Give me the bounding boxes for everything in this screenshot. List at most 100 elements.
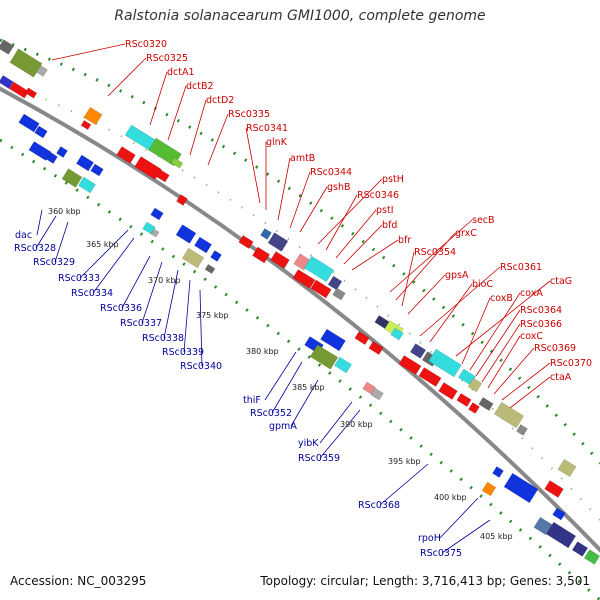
gene-feature <box>571 541 589 557</box>
reverse-leader-line <box>199 289 203 367</box>
reverse-leader-line <box>439 497 479 539</box>
gene-feature <box>557 458 577 478</box>
gene-feature <box>8 81 30 99</box>
gene-feature <box>334 356 352 374</box>
forward-gene-label: RSc0320 <box>125 39 167 50</box>
forward-gene-label: bfr <box>398 235 411 246</box>
gene-feature <box>390 327 404 341</box>
forward-leader-line <box>325 194 358 251</box>
reverse-leader-line <box>319 409 361 459</box>
reverse-gene-label: RSc0329 <box>33 257 75 268</box>
reverse-gene-label: RSc0334 <box>71 288 113 299</box>
reverse-leader-line <box>35 215 57 249</box>
reverse-leader-line <box>54 221 69 263</box>
forward-gene-label: RSc0344 <box>310 167 352 178</box>
reverse-gene-label: RSc0328 <box>14 243 56 254</box>
forward-gene-label: amtB <box>290 153 315 164</box>
gene-feature <box>533 516 553 536</box>
accession-text: Accession: NC_003295 <box>10 574 147 588</box>
reverse-leader-line <box>264 351 297 401</box>
forward-leader-line <box>245 127 261 204</box>
gene-feature <box>354 331 370 345</box>
reverse-leader-line <box>379 463 429 506</box>
topology-summary: Topology: circular; Length: 3,716,413 bp… <box>260 574 590 588</box>
feature-layer <box>0 39 600 565</box>
forward-gene-label: RSc0354 <box>414 247 456 258</box>
forward-gene-label: pstI <box>376 205 394 216</box>
forward-gene-label: RSc0335 <box>228 109 270 120</box>
gene-feature <box>398 355 422 375</box>
forward-leader-line <box>389 219 473 293</box>
gene-feature <box>34 125 48 139</box>
gene-feature <box>327 275 343 291</box>
gene-feature <box>456 393 472 407</box>
forward-gene-label: RSc0361 <box>500 262 542 273</box>
forward-leader-line <box>509 376 551 409</box>
gene-feature <box>516 424 528 436</box>
reverse-gene-label: RSc0338 <box>142 333 184 344</box>
scale-label: 405 kbp <box>480 532 513 541</box>
gene-feature <box>170 157 184 169</box>
gene-feature <box>310 279 332 299</box>
gene-feature <box>116 146 136 164</box>
label-layer: RSc0320RSc0325dctA1dctB2dctD2RSc0335RSc0… <box>14 39 592 559</box>
gene-feature <box>252 246 270 264</box>
gene-feature <box>0 39 15 55</box>
gene-feature <box>238 235 254 249</box>
reverse-gene-label: RSc0339 <box>162 347 204 358</box>
forward-leader-line <box>343 224 383 265</box>
gene-feature <box>583 549 600 565</box>
gene-feature <box>309 344 339 370</box>
scale-label: 400 kbp <box>434 493 467 502</box>
gene-feature <box>90 163 104 177</box>
gene-feature <box>481 481 497 497</box>
reverse-leader-line <box>271 361 303 414</box>
reverse-gene-label: RSc0375 <box>420 548 462 559</box>
forward-gene-label: coxA <box>520 288 543 299</box>
reverse-gene-label: RSc0340 <box>180 361 222 372</box>
forward-leader-line <box>207 113 229 166</box>
forward-leader-line <box>351 239 399 271</box>
gene-feature <box>181 247 205 269</box>
scale-label: 360 kbp <box>48 207 81 216</box>
gene-feature <box>24 87 38 99</box>
forward-leader-line <box>167 85 187 141</box>
forward-leader-line <box>469 292 521 371</box>
gene-feature <box>428 348 462 378</box>
forward-leader-line <box>335 209 377 259</box>
gene-feature <box>552 507 566 521</box>
gene-feature <box>56 146 68 158</box>
gene-feature <box>544 480 564 498</box>
reverse-leader-line <box>121 255 151 309</box>
gene-feature <box>76 154 94 172</box>
scale-label: 390 kbp <box>340 420 373 429</box>
forward-gene-label: grxC <box>455 228 477 239</box>
scale-label: 365 kbp <box>86 240 119 249</box>
gene-feature <box>292 269 316 289</box>
reverse-gene-label: RSc0352 <box>250 408 292 419</box>
reverse-leader-line <box>36 209 43 236</box>
forward-leader-line <box>107 57 147 97</box>
scale-label: 375 kbp <box>196 311 229 320</box>
gene-feature <box>78 176 96 194</box>
forward-gene-label: RSc0341 <box>246 123 288 134</box>
reverse-gene-label: thiF <box>243 395 261 406</box>
gene-feature <box>467 377 483 393</box>
reverse-leader-line <box>290 379 319 427</box>
forward-gene-label: gshB <box>327 182 351 193</box>
reverse-gene-label: yibK <box>298 438 319 449</box>
forward-leader-line <box>51 43 126 61</box>
forward-gene-label: ctaA <box>550 372 572 383</box>
gene-feature <box>80 119 92 131</box>
forward-gene-label: dctB2 <box>186 81 214 92</box>
gene-feature <box>150 207 164 221</box>
forward-leader-line <box>189 99 207 156</box>
gene-feature <box>150 228 160 238</box>
forward-gene-label: bioC <box>472 279 493 290</box>
gene-feature <box>303 255 335 283</box>
reverse-gene-label: rpoH <box>418 533 441 544</box>
reverse-gene-label: RSc0337 <box>120 318 162 329</box>
forward-gene-label: RSc0369 <box>534 343 576 354</box>
gene-feature <box>332 287 346 301</box>
